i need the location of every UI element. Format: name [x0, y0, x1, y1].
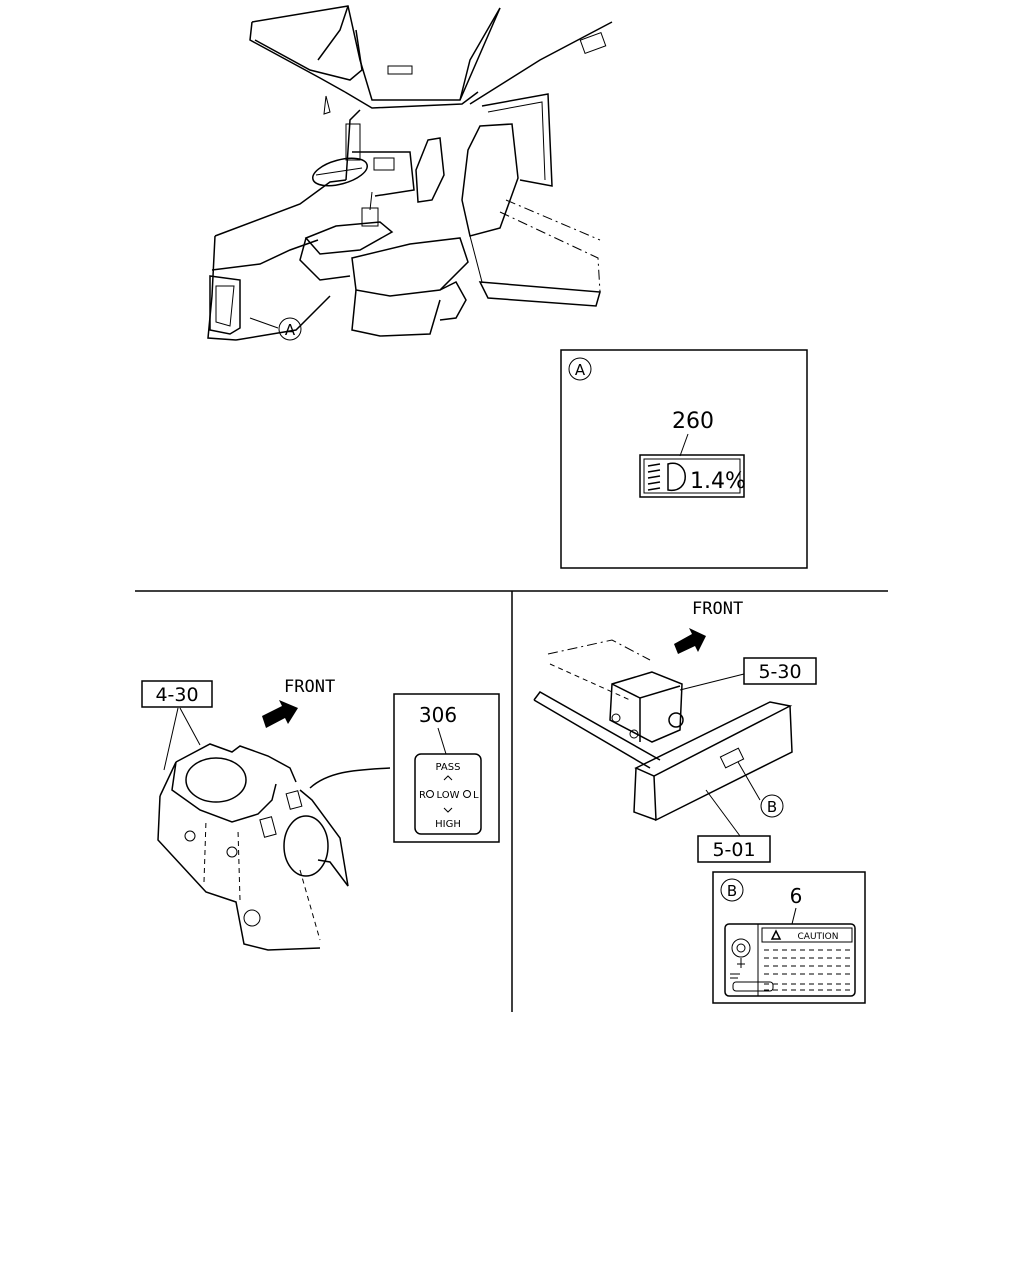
column-switch-front-label: FRONT: [284, 677, 335, 697]
panel-a-label-detail: A 260 1.4%: [560, 349, 808, 569]
cab-interior-illustration: A: [207, 5, 613, 341]
panel-a-callout-letter: A: [575, 361, 586, 379]
decal-low: LOW: [437, 790, 460, 801]
vehicle-icon: [732, 981, 774, 992]
caution-title: CAUTION: [798, 932, 839, 942]
panel-b-part-number: 6: [790, 884, 803, 908]
caution-label-location: [719, 747, 745, 769]
headlight-level-value: 1.4%: [690, 469, 746, 494]
frame-rail-illustration: FRONT 5-30 5-01 B: [533, 599, 817, 863]
dimmer-decal: [414, 753, 482, 835]
up-arrow-icon: [443, 775, 453, 781]
dimmer-switch-decal-detail: 306 PASS R LOW L HIGH: [393, 693, 500, 843]
headlight-leveling-label: [639, 454, 745, 498]
frame-ref-bottom: 5-01: [712, 839, 755, 861]
warning-triangle-icon: [770, 929, 782, 940]
decal-right-letter: L: [473, 790, 479, 801]
panel-a-part-number: 260: [672, 409, 714, 434]
frame-ref-top: 5-30: [758, 661, 801, 683]
down-arrow-icon: [443, 807, 453, 813]
decal-high: HIGH: [435, 819, 461, 830]
column-switch-ref: 4-30: [155, 684, 198, 706]
decal-pass: PASS: [436, 762, 461, 773]
column-switch-illustration: 4-30 FRONT: [141, 677, 391, 951]
ref-box-5-30: [743, 657, 817, 685]
panel-b-caution-detail: B 6 CAUTION: [712, 871, 866, 1004]
panel-b-callout-letter: B: [727, 882, 737, 900]
panel-b-frame: [712, 871, 866, 1004]
frame-front-label: FRONT: [692, 599, 743, 619]
caution-label: [724, 923, 856, 997]
control-knob-icon: [731, 938, 751, 958]
frame-callout-letter: B: [767, 798, 777, 816]
ref-box-5-01: [697, 835, 771, 863]
decal-part-number: 306: [419, 703, 457, 727]
frame-front-arrow-icon: [674, 628, 706, 654]
ref-box-4-30: [141, 680, 213, 708]
headlight-beam-icon: [647, 462, 686, 491]
decal-left-letter: R: [419, 790, 426, 801]
front-arrow-icon: [262, 700, 298, 728]
cab-callout-letter: A: [285, 321, 296, 339]
